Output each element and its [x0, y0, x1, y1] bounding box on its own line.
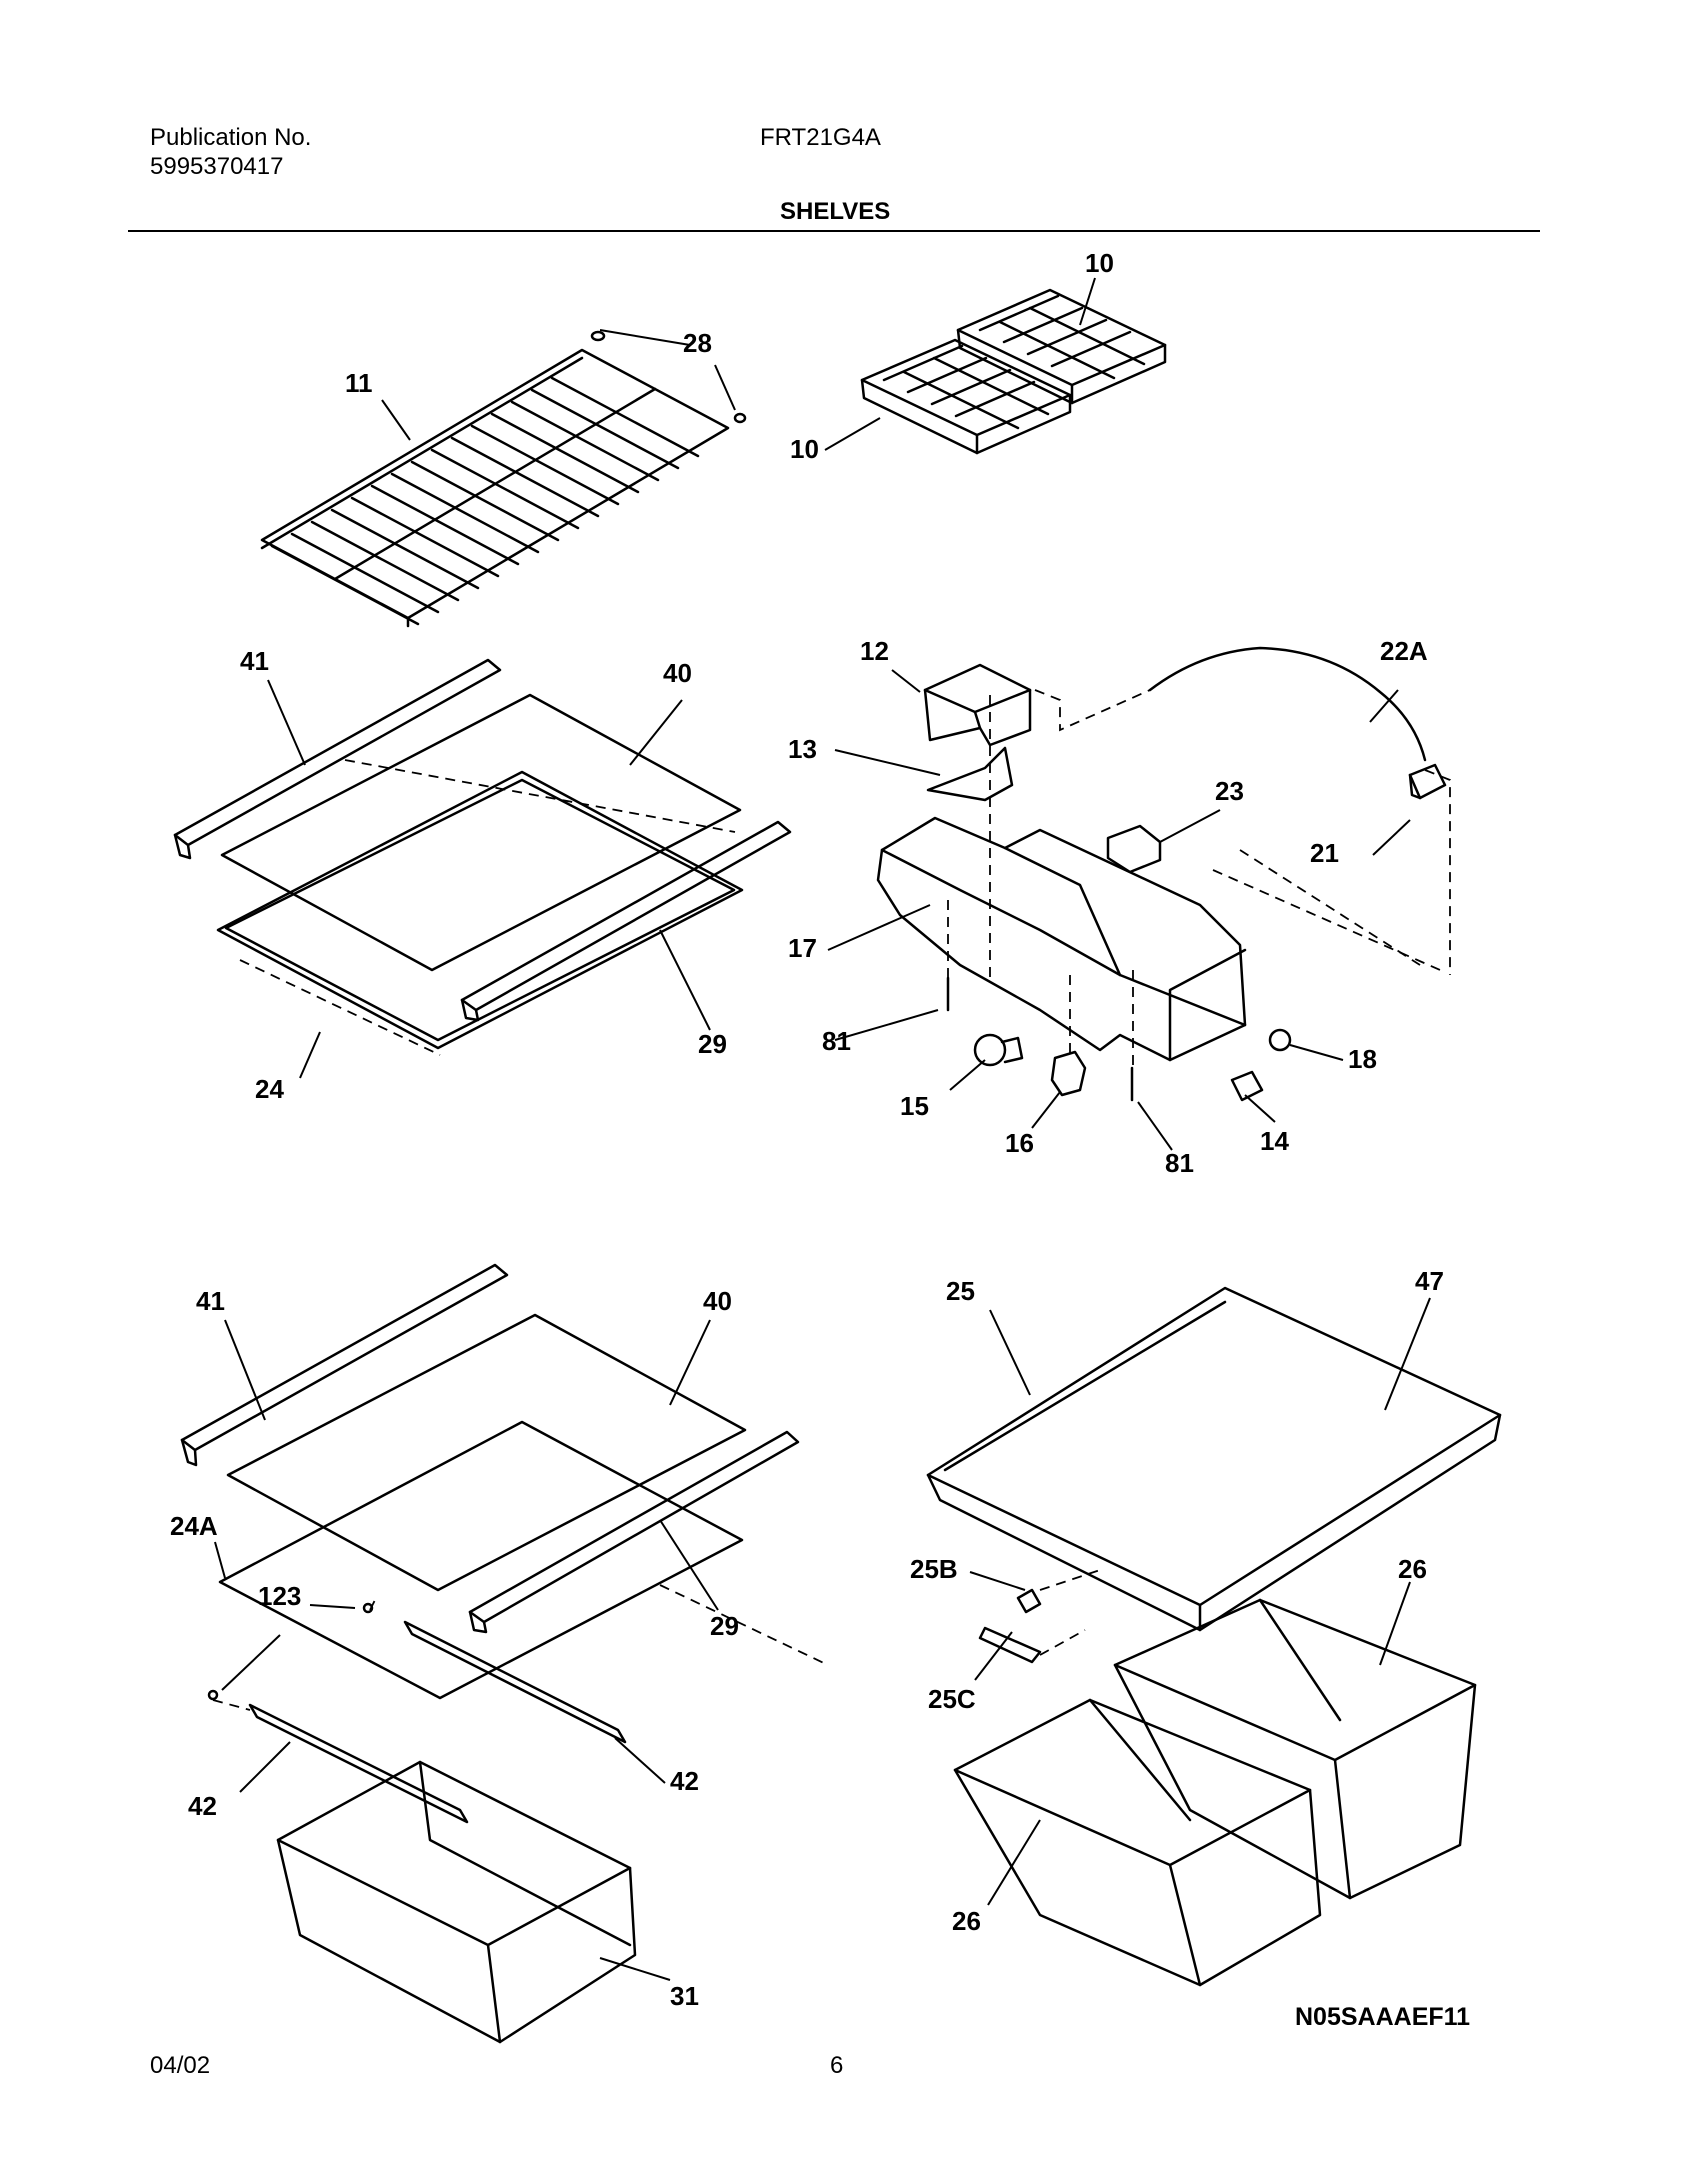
callout-42-right: 42	[670, 1766, 699, 1796]
callout-24: 24	[255, 1074, 284, 1104]
callout-labels: 10 10 11 28 41 40 29 24 12 13 22A 23 21 …	[170, 248, 1444, 2011]
leader-lines	[214, 277, 1431, 1981]
callout-26-right: 26	[1398, 1554, 1427, 1584]
control-switch	[1230, 1070, 1264, 1102]
callout-123: 123	[258, 1581, 301, 1611]
callout-12: 12	[860, 636, 889, 666]
wire-shelf	[260, 348, 730, 628]
callout-25: 25	[946, 1276, 975, 1306]
callout-10-back: 10	[1085, 248, 1114, 278]
callout-13: 13	[788, 734, 817, 764]
light-switch-connector	[1408, 763, 1447, 800]
shelf-trim-right-top	[460, 820, 792, 1022]
assembly-lines	[212, 689, 1451, 1711]
shelf-clips	[590, 330, 747, 424]
callout-11: 11	[345, 368, 373, 398]
callout-15: 15	[900, 1091, 929, 1121]
callout-24A: 24A	[170, 1511, 218, 1541]
callout-41-top: 41	[240, 646, 269, 676]
callout-17: 17	[788, 933, 817, 963]
light-housing	[876, 816, 1247, 1062]
callout-29-top: 29	[698, 1029, 727, 1059]
callout-29-bottom: 29	[710, 1611, 739, 1641]
humidity-slider	[978, 1588, 1042, 1664]
callout-25C: 25C	[928, 1684, 976, 1714]
glass-shelf-bottom	[226, 1313, 747, 1592]
callout-23: 23	[1215, 776, 1244, 806]
lamp-socket	[1050, 1050, 1087, 1097]
diagram-code: N05SAAAEF11	[1295, 2003, 1470, 2031]
shelf-trim-left-bottom	[180, 1263, 509, 1467]
callout-10-front: 10	[790, 434, 819, 464]
crisper-drawer-left	[953, 1698, 1322, 1987]
model-number: FRT21G4A	[760, 124, 881, 151]
control-knob	[1268, 1028, 1292, 1052]
publication-number: 5995370417	[150, 153, 284, 180]
callout-42-left: 42	[188, 1791, 217, 1821]
meat-keeper-drawer	[276, 1760, 637, 2044]
callout-28: 28	[683, 328, 712, 358]
glass-shelf-top	[220, 693, 742, 972]
callout-81-left: 81	[822, 1026, 851, 1056]
callout-81-right: 81	[1165, 1148, 1194, 1178]
callout-16: 16	[1005, 1128, 1034, 1158]
callout-40-bottom: 40	[703, 1286, 732, 1316]
callout-25B: 25B	[910, 1554, 958, 1584]
shelf-trim-left-top	[173, 658, 502, 860]
shelf-frame-bottom	[218, 1420, 744, 1700]
screws	[946, 976, 1134, 1102]
header-rule	[128, 230, 1540, 232]
crisper-rail-left	[248, 1703, 469, 1824]
crisper-rail-right	[403, 1620, 627, 1744]
shelf-trim-right-bottom	[468, 1430, 800, 1634]
light-bulb	[973, 1033, 1024, 1067]
shelf-frame-top	[216, 770, 744, 1050]
callout-18: 18	[1348, 1044, 1377, 1074]
callout-22A: 22A	[1380, 636, 1428, 666]
callout-41-bottom: 41	[196, 1286, 225, 1316]
ice-flap	[926, 746, 1014, 802]
crisper-cover	[926, 1286, 1502, 1632]
ice-tray-back	[956, 288, 1167, 405]
page-number: 6	[830, 2052, 844, 2079]
callout-14: 14	[1260, 1126, 1289, 1156]
crisper-drawer-right	[1113, 1598, 1477, 1900]
publication-label: Publication No.	[150, 124, 312, 151]
defrost-timer	[1106, 824, 1162, 874]
callout-26-left: 26	[952, 1906, 981, 1936]
wire-harness	[1148, 646, 1427, 762]
section-title: SHELVES	[780, 198, 891, 225]
ice-chute	[923, 663, 1032, 747]
callout-21: 21	[1310, 838, 1339, 868]
callout-40-top: 40	[663, 658, 692, 688]
ice-tray-front	[860, 338, 1072, 455]
callout-47: 47	[1415, 1266, 1444, 1296]
callout-31: 31	[670, 1981, 699, 2011]
footer-date: 04/02	[150, 2052, 211, 2079]
